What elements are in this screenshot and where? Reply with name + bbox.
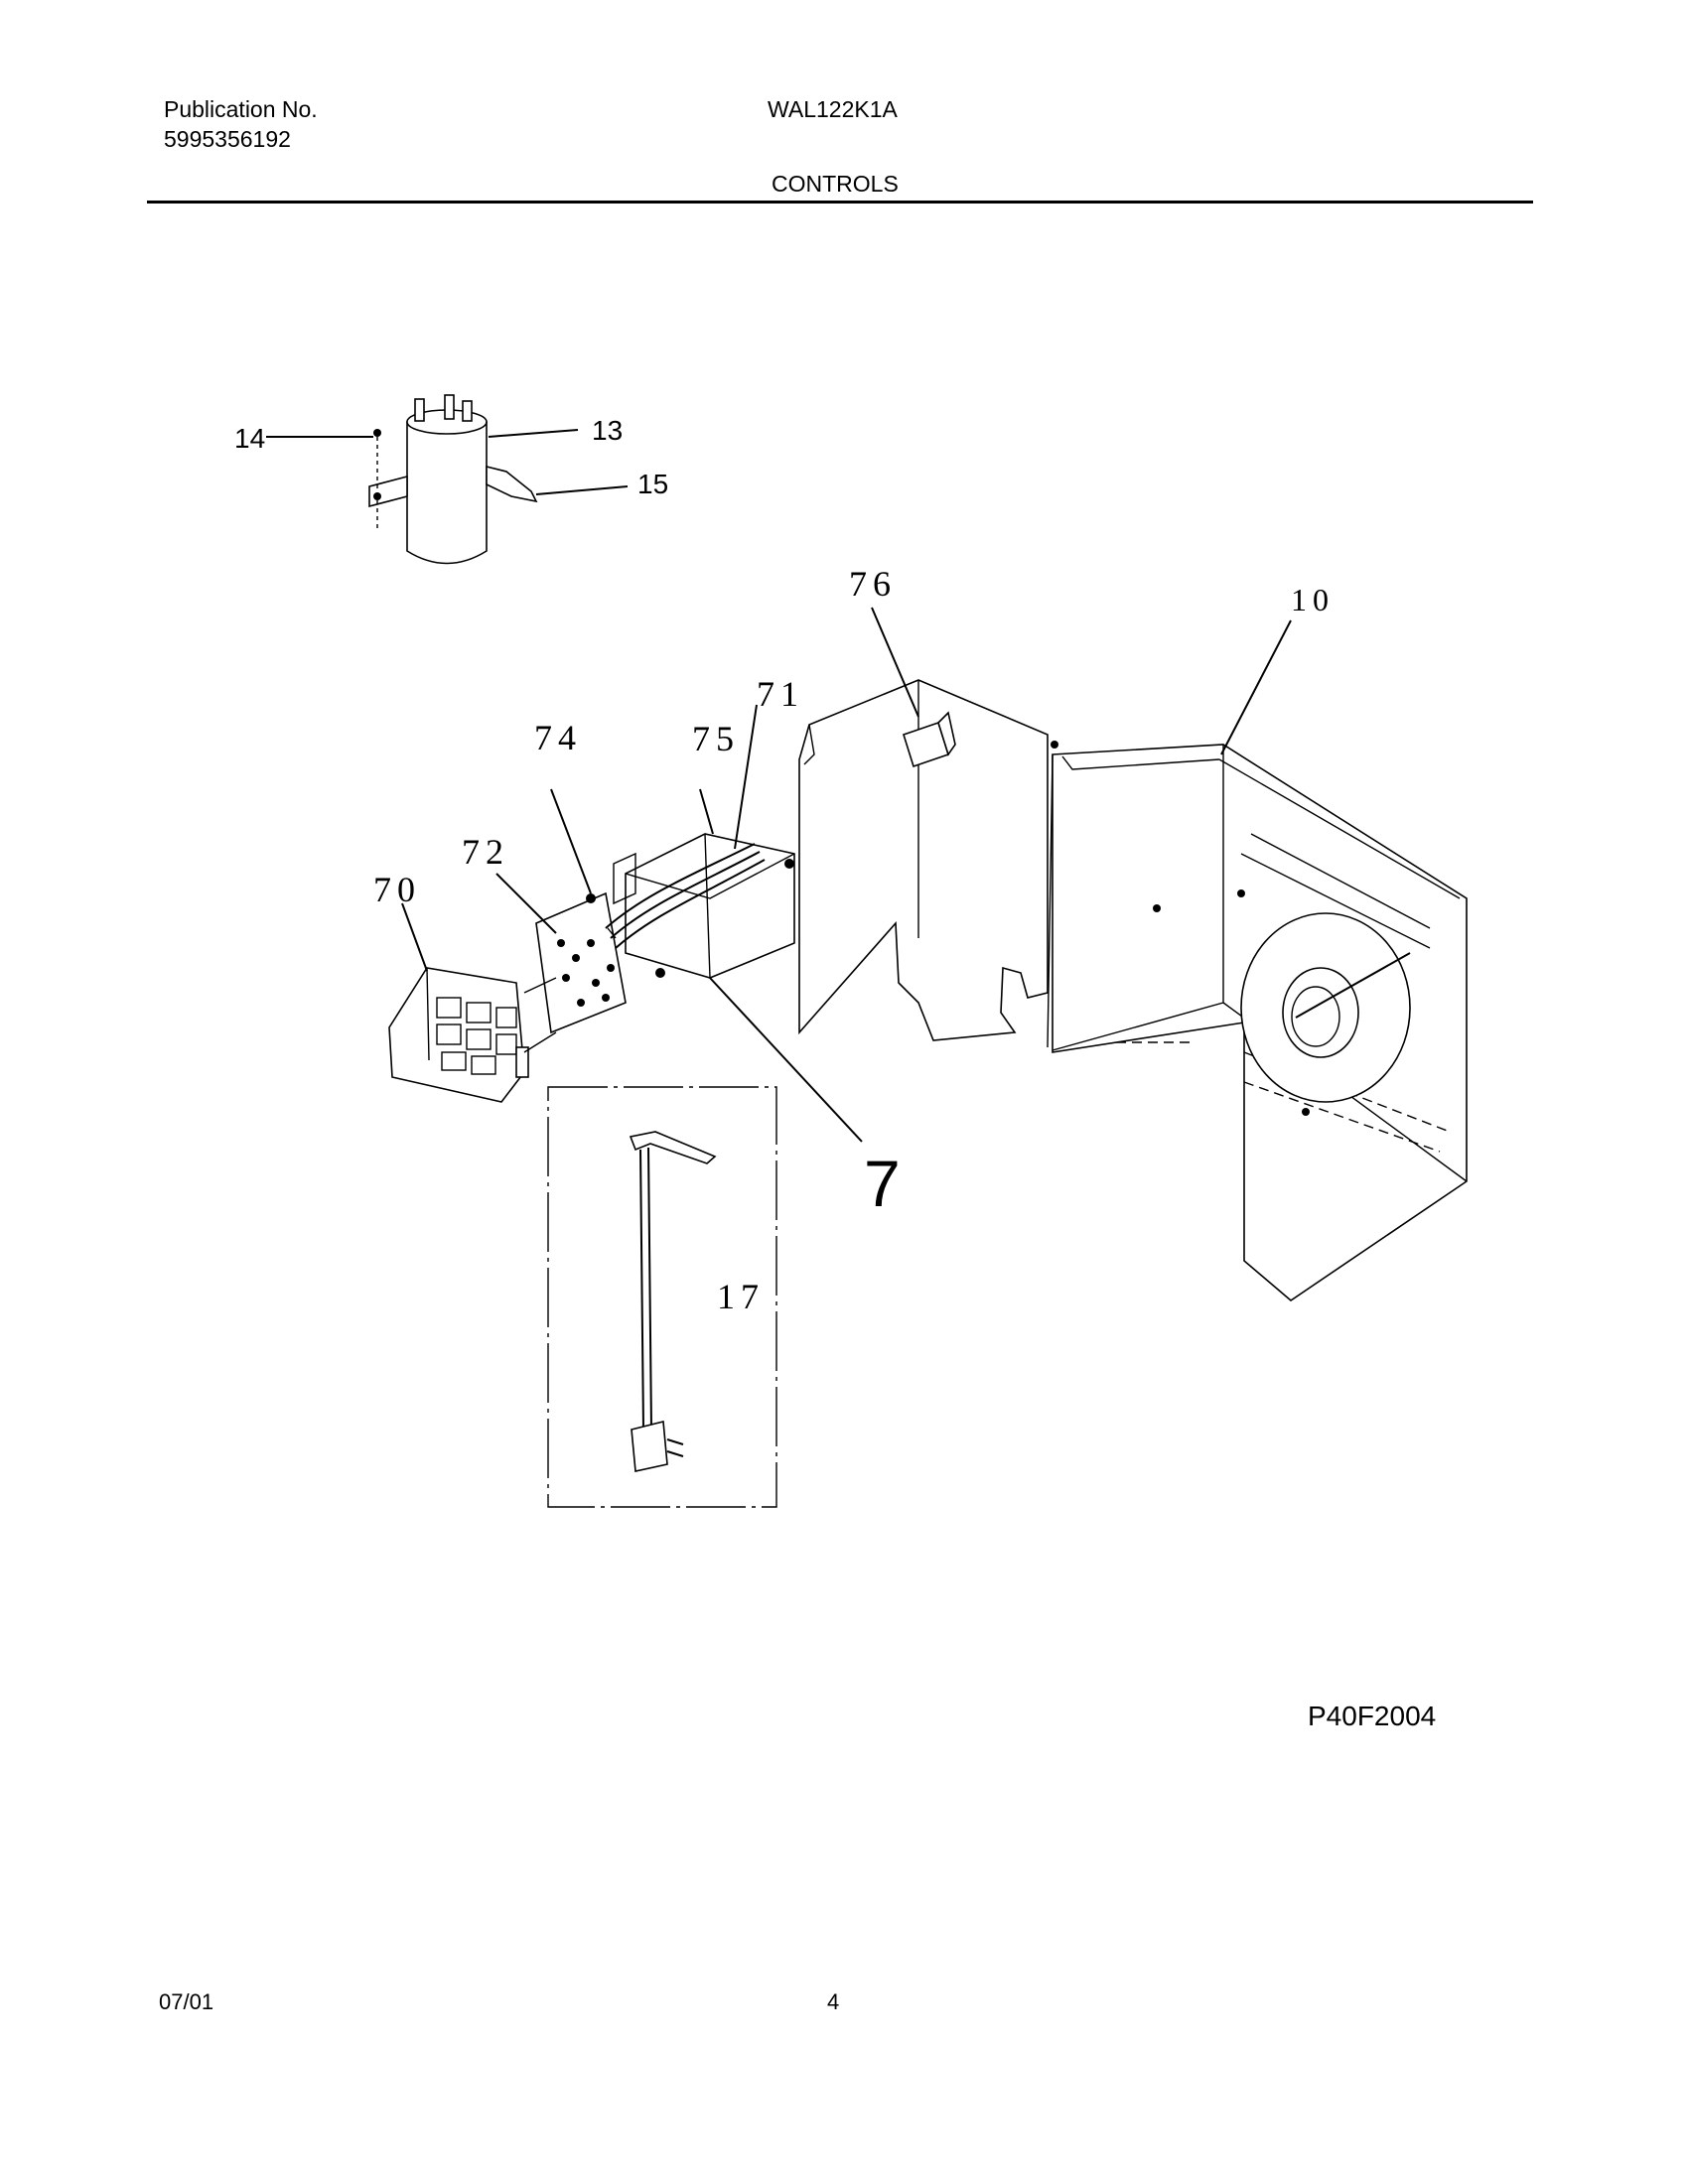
control-bracket-illustration — [798, 679, 1192, 1043]
footer-page-number: 4 — [827, 1989, 840, 2014]
control-panel-illustration — [388, 967, 529, 1103]
leader-72 — [495, 873, 557, 934]
callout-14: 14 — [234, 423, 265, 454]
header-rule — [147, 201, 1533, 204]
callout-17: 17 — [717, 1277, 765, 1316]
callout-10: 10 — [1291, 582, 1335, 617]
callout-13: 13 — [592, 415, 623, 446]
callout-70: 70 — [373, 870, 421, 909]
chassis-illustration — [1047, 744, 1468, 1302]
model-number: WAL122K1A — [768, 96, 898, 122]
callout-75: 75 — [692, 719, 740, 758]
publication-number: 5995356192 — [164, 126, 291, 152]
capacitor-illustration — [368, 394, 538, 565]
leader-76 — [871, 607, 919, 718]
leader-7 — [709, 977, 863, 1143]
leader-15 — [535, 485, 629, 495]
callout-72: 72 — [462, 832, 509, 872]
control-box-illustration — [586, 833, 795, 979]
callout-7: 7 — [864, 1147, 901, 1220]
callout-76: 76 — [849, 564, 897, 604]
figure-id: P40F2004 — [1308, 1701, 1436, 1731]
callout-71: 71 — [757, 674, 804, 714]
footer-date: 07/01 — [159, 1989, 214, 2014]
leader-10 — [1220, 619, 1292, 755]
leader-13 — [488, 429, 579, 438]
leader-74 — [550, 788, 592, 894]
leader-71 — [734, 704, 758, 850]
power-cord-inset — [547, 1086, 777, 1508]
leader-70 — [401, 902, 428, 972]
callout-74: 74 — [534, 718, 582, 757]
section-title: CONTROLS — [772, 171, 899, 197]
callout-15: 15 — [637, 469, 668, 499]
publication-label: Publication No. — [164, 96, 318, 122]
circuit-board-illustration — [523, 891, 627, 1053]
leader-75 — [699, 788, 714, 835]
